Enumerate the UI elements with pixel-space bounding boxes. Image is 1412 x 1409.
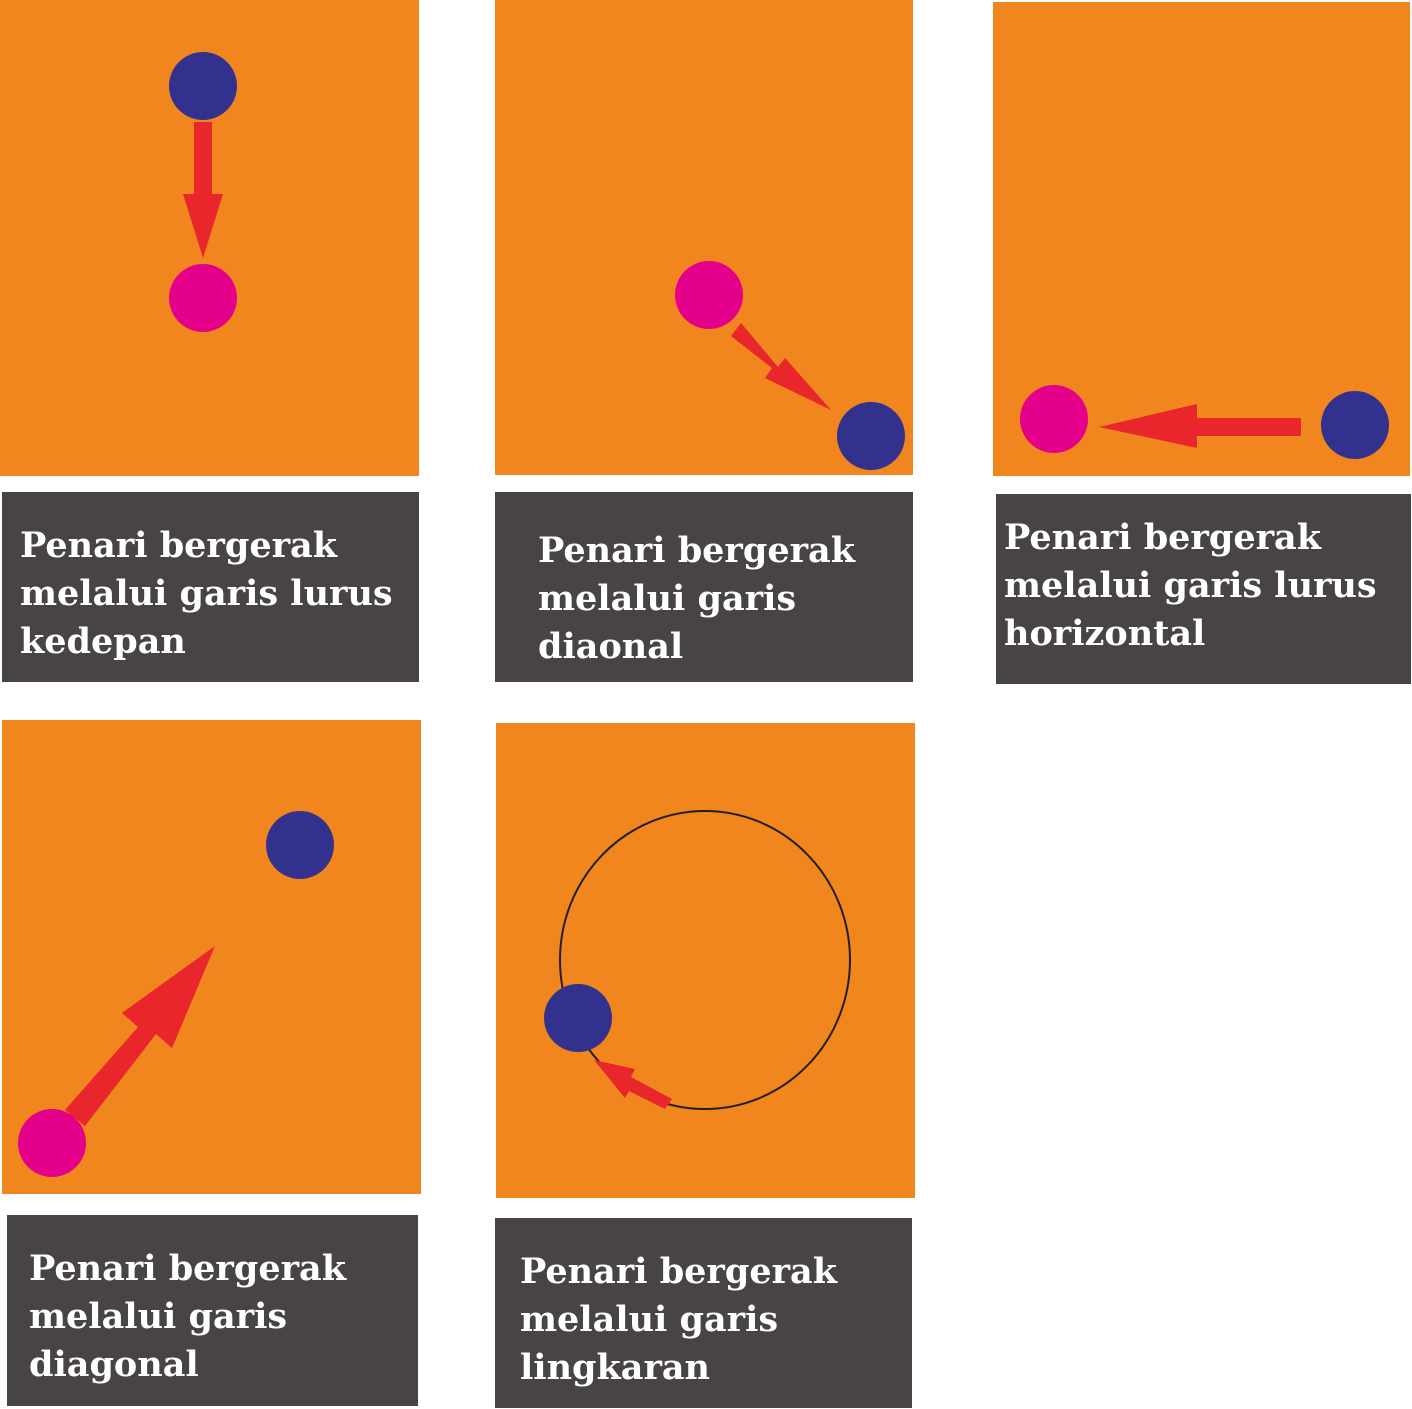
figure-diagram-diagonal — [18, 811, 334, 1177]
dancer-end-position — [1321, 391, 1389, 459]
caption-line: melalui garis — [29, 1296, 288, 1337]
caption-line: Penari bergerak — [538, 530, 855, 571]
figure-panel-lurus-kedepan — [0, 0, 419, 476]
movement-arrow — [183, 122, 223, 258]
caption-line: melalui garis lurus — [20, 573, 393, 614]
movement-arrow — [1099, 404, 1301, 448]
figure-diagram-lurus-kedepan — [169, 52, 237, 332]
dancer-start-position — [18, 1109, 86, 1177]
circular-path — [559, 810, 851, 1110]
movement-arrow — [65, 946, 215, 1126]
caption-line: Penari bergerak — [1004, 517, 1321, 558]
figure-caption-lingkaran: Penari bergerak melalui garis lingkaran — [495, 1218, 912, 1408]
dancer-start-position — [169, 264, 237, 332]
figure-panel-diagonal — [2, 720, 421, 1194]
movement-arrow — [731, 323, 831, 410]
figure-caption-diagonal: Penari bergerak melalui garis diagonal — [7, 1215, 418, 1406]
caption-line: melalui garis lurus — [1004, 565, 1377, 606]
caption-line: melalui garis — [538, 578, 797, 619]
caption-line: melalui garis — [520, 1299, 779, 1340]
dancer-start-position — [1020, 385, 1088, 453]
movement-arrow — [594, 1060, 672, 1109]
caption-line: diagonal — [29, 1344, 199, 1385]
caption-line: horizontal — [1004, 613, 1206, 654]
dancer-end-position — [169, 52, 237, 120]
figure-panel-diaonal — [495, 0, 913, 475]
caption-line: diaonal — [538, 626, 684, 667]
caption-line: Penari bergerak — [520, 1251, 837, 1292]
figure-panel-lurus-horizontal — [993, 2, 1410, 476]
figure-panel-lingkaran — [496, 723, 915, 1198]
figure-diagram-lurus-horizontal — [1020, 385, 1389, 459]
caption-line: Penari bergerak — [29, 1248, 346, 1289]
dancer-position — [544, 984, 612, 1052]
caption-line: kedepan — [20, 621, 186, 662]
figure-caption-lurus-kedepan: Penari bergerak melalui garis lurus kede… — [2, 492, 419, 682]
dancer-start-position — [675, 261, 743, 329]
figure-diagram-lingkaran — [544, 810, 851, 1110]
dancer-end-position — [266, 811, 334, 879]
figure-diagram-diaonal — [675, 261, 905, 470]
caption-line: Penari bergerak — [20, 525, 337, 566]
figure-caption-lurus-horizontal: Penari bergerak melalui garis lurus hori… — [996, 494, 1411, 684]
caption-line: lingkaran — [520, 1347, 711, 1388]
figure-caption-diaonal: Penari bergerak melalui garis diaonal — [495, 492, 913, 682]
dancer-end-position — [837, 402, 905, 470]
